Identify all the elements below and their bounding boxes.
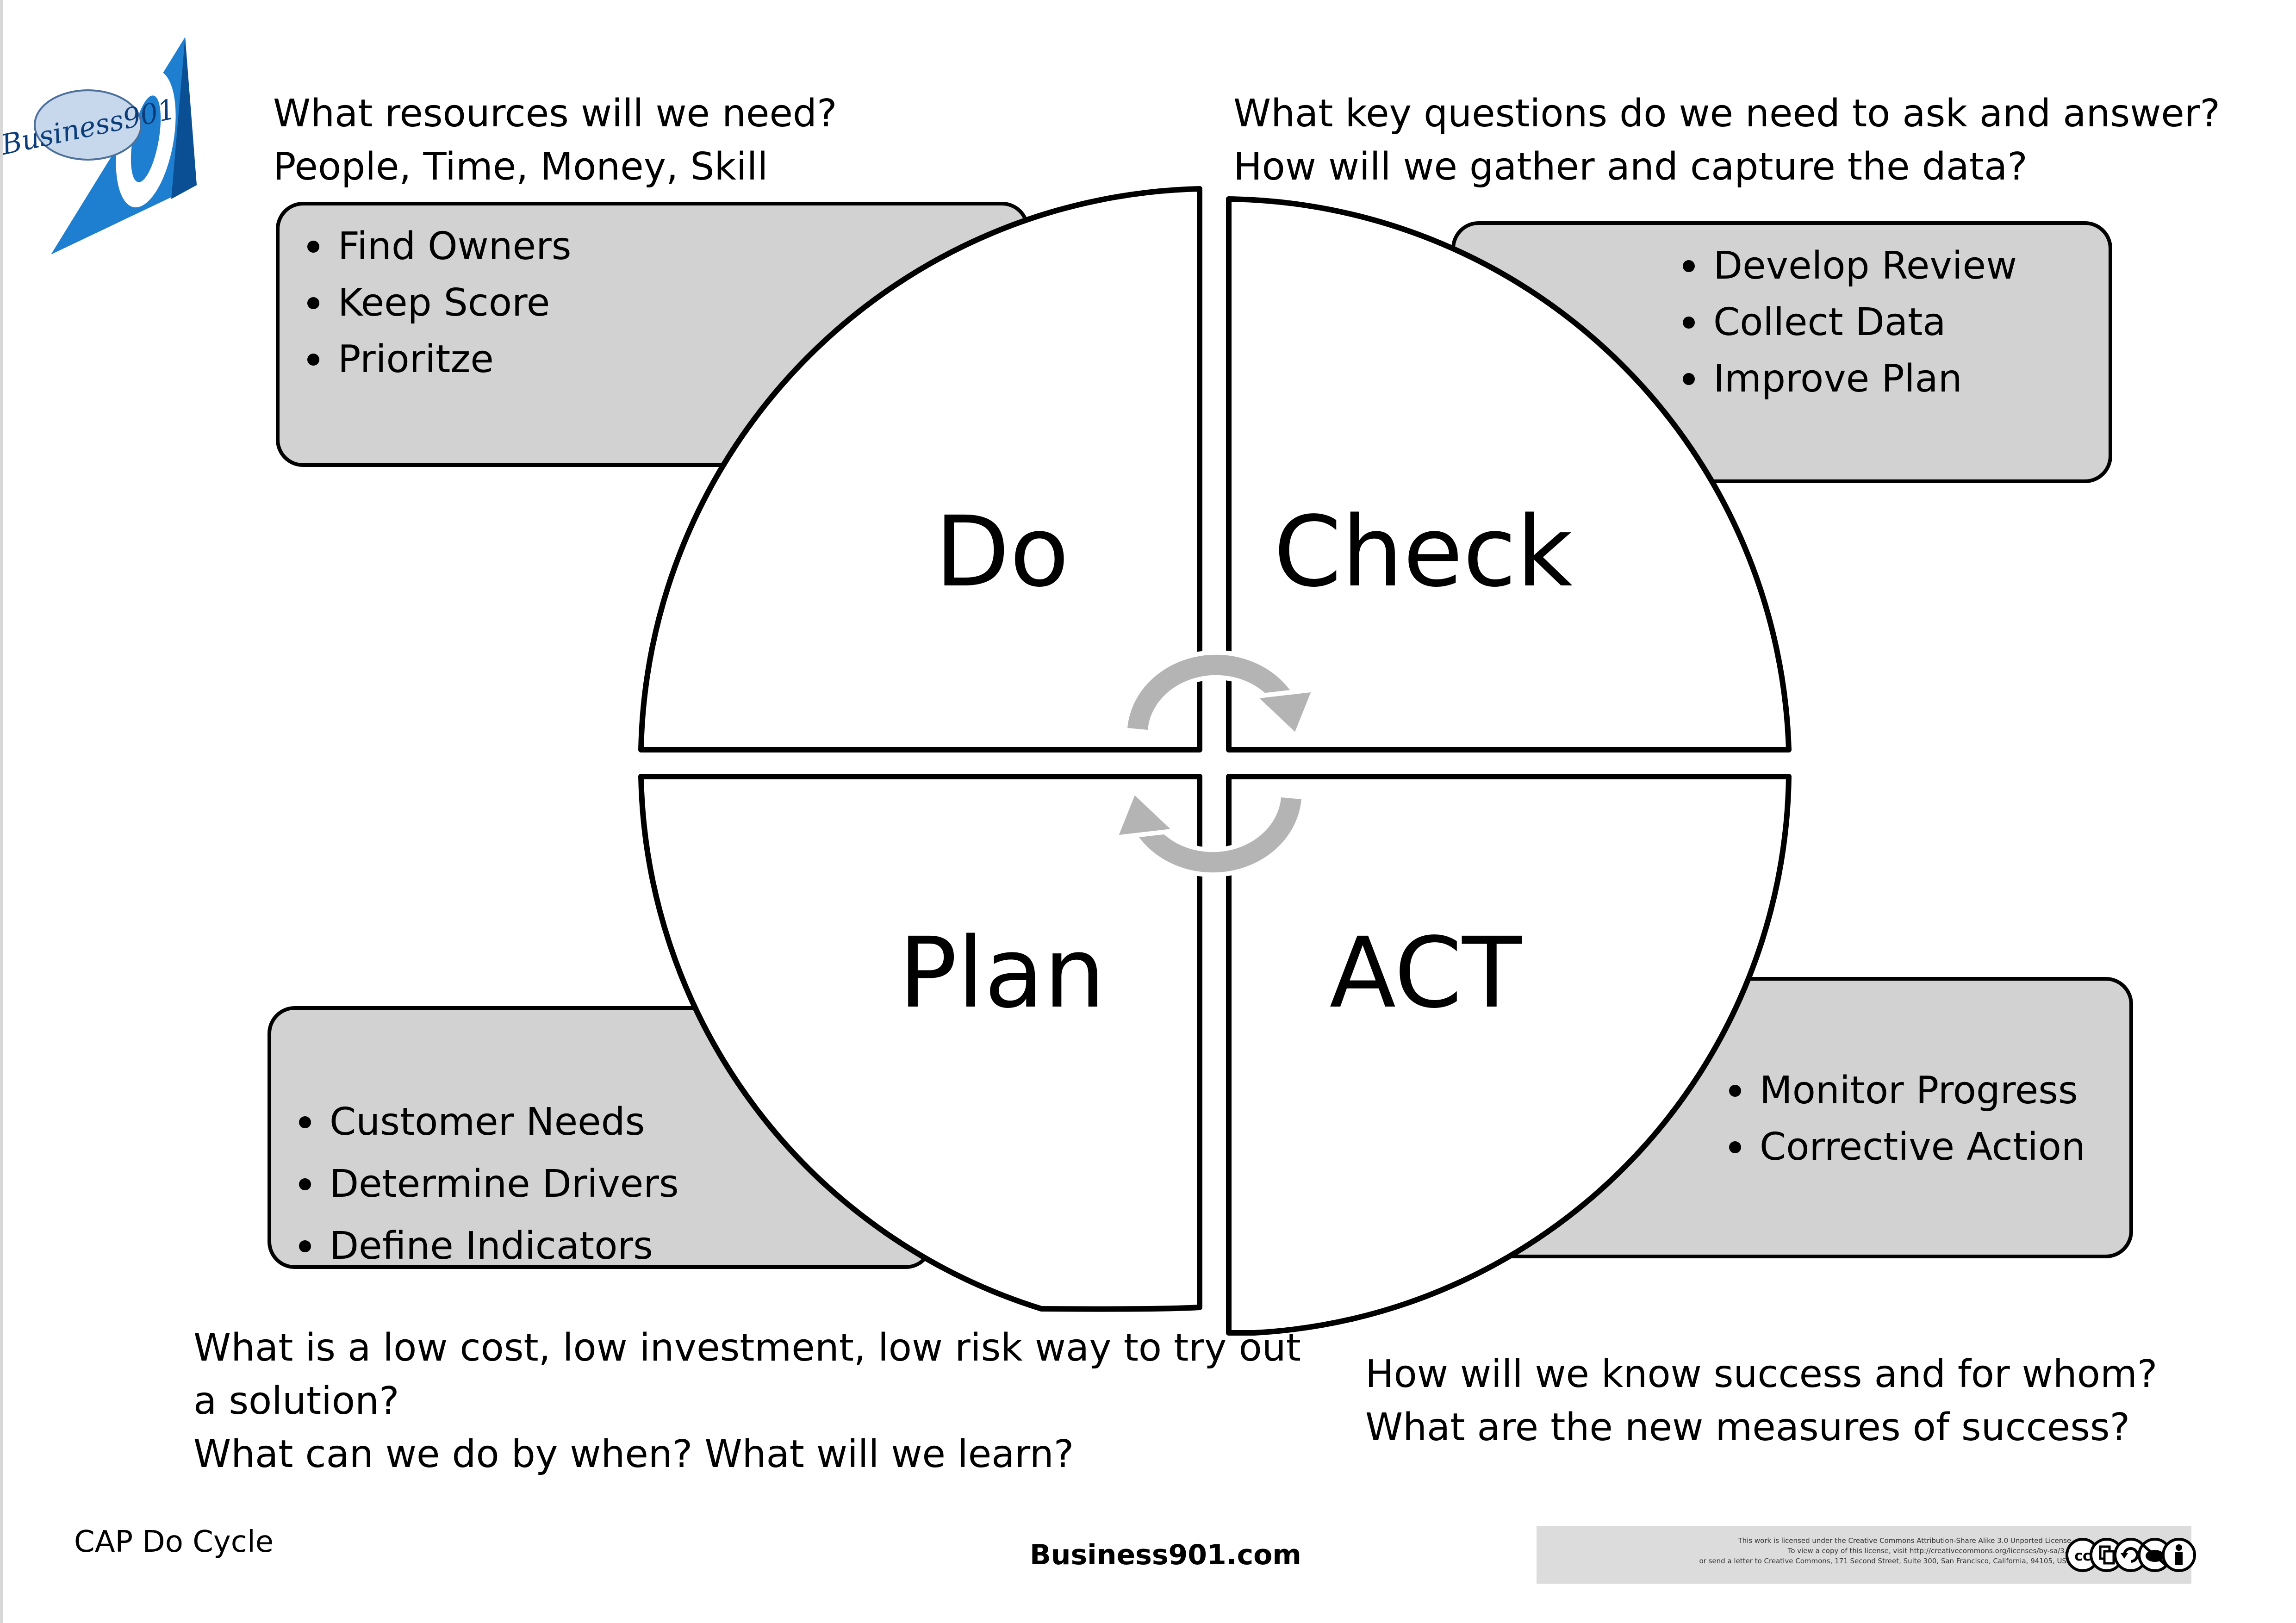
check-label: Check [1274, 495, 1573, 609]
cycle-arrow-top-icon [1123, 650, 1318, 740]
copy-icon [2090, 1538, 2124, 1572]
plan-quadrant [638, 774, 1202, 1312]
license-line-2: To view a copy of this license, visit ht… [1787, 1547, 2073, 1555]
do-question-2: People, Time, Money, Skill [273, 145, 768, 189]
list-item: Prioritze [300, 331, 572, 388]
list-item: Define Indicators [292, 1215, 679, 1277]
list-item: Improve Plan [1675, 351, 2017, 407]
act-question-2: What are the new measures of success? [1365, 1405, 2130, 1449]
license-line-1: This work is licensed under the Creative… [1738, 1536, 2073, 1545]
act-question-1: How will we know success and for whom? [1365, 1352, 2158, 1396]
do-question-1: What resources will we need? [273, 92, 837, 136]
license-icons: cc [2066, 1538, 2196, 1572]
check-question-2: How will we gather and capture the data? [1233, 145, 2028, 189]
plan-question-2: a solution? [193, 1379, 399, 1423]
act-label: ACT [1330, 916, 1522, 1030]
list-item: Find Owners [300, 218, 572, 275]
check-question-1: What key questions do we need to ask and… [1233, 92, 2220, 136]
act-bullet-list: Monitor Progress Corrective Action [1722, 1063, 2085, 1175]
plan-question-1: What is a low cost, low investment, low … [193, 1326, 1301, 1370]
do-quadrant [638, 186, 1202, 752]
list-item: Customer Needs [292, 1091, 679, 1153]
plan-bullet-list: Customer Needs Determine Drivers Define … [292, 1091, 679, 1277]
license-badge: This work is licensed under the Creative… [1537, 1526, 2196, 1584]
license-line-3: or send a letter to Creative Commons, 17… [1699, 1557, 2074, 1565]
act-quadrant [1226, 774, 1792, 1336]
plan-questions: What is a low cost, low investment, low … [193, 1321, 1301, 1481]
svg-text:cc: cc [2074, 1548, 2091, 1564]
list-item: Determine Drivers [292, 1153, 679, 1215]
check-bullet-list: Develop Review Collect Data Improve Plan [1675, 238, 2017, 407]
do-bullet-list: Find Owners Keep Score Prioritze [300, 218, 572, 388]
business901-logo: Business901 [0, 37, 197, 255]
do-label: Do [935, 495, 1069, 609]
list-item: Collect Data [1675, 294, 2017, 351]
footer-title: CAP Do Cycle [74, 1525, 274, 1559]
left-border [0, 0, 3, 1623]
act-questions: How will we know success and for whom? W… [1365, 1348, 2157, 1454]
cycle-arrow-bottom-icon [1112, 787, 1306, 877]
footer-website[interactable]: Business901.com [1030, 1539, 1301, 1571]
list-item: Develop Review [1675, 238, 2017, 294]
plan-question-3: What can we do by when? What will we lea… [193, 1432, 1074, 1476]
list-item: Corrective Action [1722, 1119, 2085, 1175]
list-item: Keep Score [300, 275, 572, 331]
check-questions: What key questions do we need to ask and… [1233, 87, 2220, 193]
attribution-icon [2162, 1538, 2196, 1572]
list-item: Monitor Progress [1722, 1063, 2085, 1119]
license-text: This work is licensed under the Creative… [1541, 1536, 2074, 1566]
do-questions: What resources will we need? People, Tim… [273, 87, 837, 193]
plan-label: Plan [899, 916, 1106, 1030]
check-quadrant [1226, 196, 1792, 752]
